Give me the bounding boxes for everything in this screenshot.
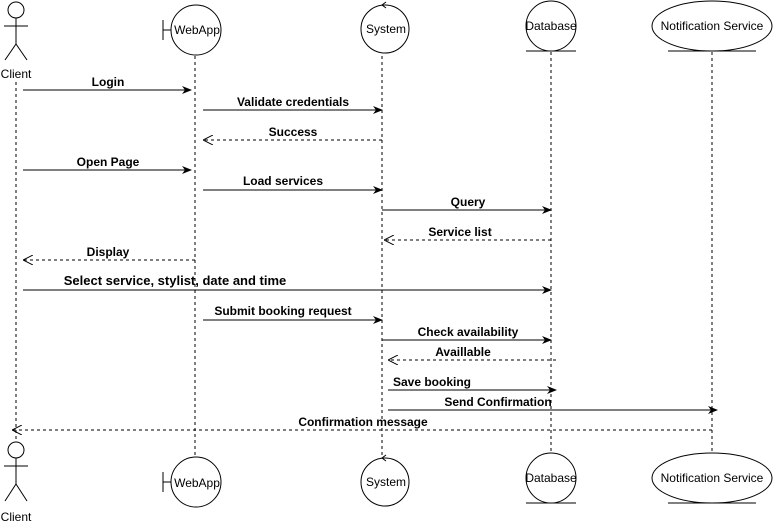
webapp-boundary-top: WebApp <box>162 4 222 56</box>
system-label-bottom: System <box>366 475 406 489</box>
notification-entity-bottom: Notification Service <box>651 452 773 504</box>
webapp-boundary-bottom: WebApp <box>162 456 222 508</box>
message-query: Query <box>382 195 552 214</box>
database-entity-top: Database <box>525 0 577 52</box>
client-actor-bottom: Client <box>1 441 32 524</box>
system-control-bottom: System <box>360 454 410 507</box>
message-submit-booking-label: Submit booking request <box>214 304 351 318</box>
message-load-services-label: Load services <box>243 174 323 188</box>
system-control-top: System <box>360 1 410 54</box>
message-send-confirmation: Send Confirmation <box>388 395 718 414</box>
message-availlable-label: Availlable <box>435 345 491 359</box>
message-login: Login <box>23 75 192 94</box>
database-entity-bottom: Database <box>525 452 577 504</box>
message-confirmation-message: Confirmation message <box>12 415 712 430</box>
database-label-bottom: Database <box>525 471 577 485</box>
message-submit-booking: Submit booking request <box>203 304 383 324</box>
message-display-label: Display <box>87 245 130 259</box>
webapp-label-bottom: WebApp <box>174 476 220 490</box>
system-label-top: System <box>366 22 406 36</box>
message-open-page: Open Page <box>23 155 192 174</box>
client-label-bottom: Client <box>1 510 32 524</box>
message-availlable: Availlable <box>388 345 556 360</box>
message-success: Success <box>203 125 382 140</box>
message-query-label: Query <box>451 195 486 209</box>
message-success-label: Success <box>269 125 318 139</box>
message-check-availability: Check availability <box>382 325 552 344</box>
message-save-booking: Save booking <box>388 375 557 394</box>
message-send-confirmation-label: Send Confirmation <box>444 395 551 409</box>
message-validate-credentials-label: Validate credentials <box>237 95 349 109</box>
notification-label-bottom: Notification Service <box>661 471 764 485</box>
webapp-label-top: WebApp <box>174 23 220 37</box>
message-open-page-label: Open Page <box>77 155 140 169</box>
notification-label-top: Notification Service <box>661 19 764 33</box>
message-service-list: Service list <box>384 225 551 240</box>
client-actor-top: Client <box>1 1 32 81</box>
message-save-booking-label: Save booking <box>393 375 471 389</box>
message-display: Display <box>23 245 195 260</box>
database-label-top: Database <box>525 19 577 33</box>
message-select-service: Select service, stylist, date and time <box>23 273 552 294</box>
message-confirmation-message-label: Confirmation message <box>298 415 428 429</box>
message-load-services: Load services <box>203 174 383 194</box>
notification-entity-top: Notification Service <box>651 0 773 52</box>
client-label-top: Client <box>1 67 32 81</box>
message-select-service-label: Select service, stylist, date and time <box>64 273 287 288</box>
message-service-list-label: Service list <box>428 225 491 239</box>
message-check-availability-label: Check availability <box>418 325 519 339</box>
message-validate-credentials: Validate credentials <box>203 95 383 114</box>
message-login-label: Login <box>92 75 125 89</box>
